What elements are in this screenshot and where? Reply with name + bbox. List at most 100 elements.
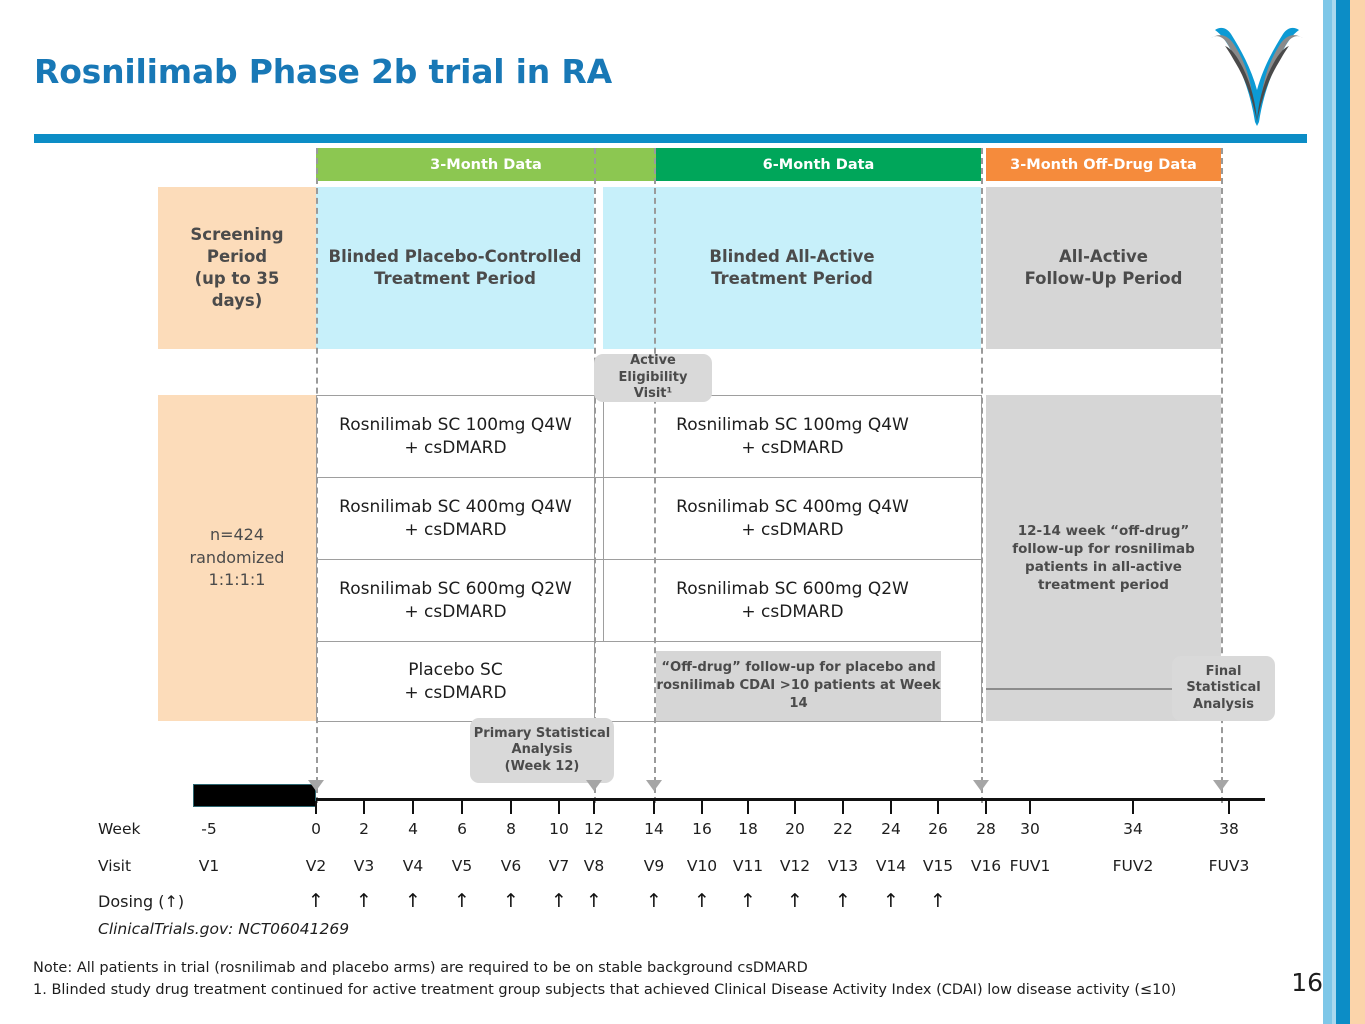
- visit-label: V1: [198, 857, 220, 875]
- dosing-arrow-icon: ↑: [586, 890, 602, 912]
- phase-blinded-placebo-controlled: Blinded Placebo-Controlled Treatment Per…: [316, 187, 594, 349]
- panel-line: 12-14 week “off-drug”: [1017, 522, 1190, 539]
- week-label: 0: [311, 820, 321, 838]
- arrowhead-week14: [646, 780, 662, 791]
- dosing-arrow-icon: ↑: [503, 890, 519, 912]
- callout-primary-statistical-analysis: Primary Statistical Analysis (Week 12): [470, 718, 614, 783]
- week-label: 14: [644, 820, 664, 838]
- randomization-line: randomized: [189, 547, 285, 567]
- timeline-tick: [315, 801, 317, 814]
- timeline-guide-week28: [981, 148, 983, 803]
- visit-label: FUV1: [1009, 857, 1051, 875]
- dosing-arrow-icon: ↑: [835, 890, 851, 912]
- phase-line: Blinded All-Active: [709, 247, 875, 267]
- timeline-tick: [1228, 801, 1230, 814]
- arrowhead-week12: [586, 780, 602, 791]
- week-label: 10: [549, 820, 569, 838]
- arm-line: Rosnilimab SC 100mg Q4W: [339, 415, 572, 436]
- week-label: 8: [506, 820, 516, 838]
- timeline-guide-week0: [316, 148, 318, 803]
- ribbon-3-month-off-drug-data: 3-Month Off-Drug Data: [986, 148, 1221, 181]
- panel-line: rosnilimab CDAI >10 patients at Week 14: [656, 678, 941, 711]
- visit-label: V14: [875, 857, 907, 875]
- callout-final-statistical-analysis: Final Statistical Analysis: [1172, 656, 1275, 721]
- timeline-tick: [937, 801, 939, 814]
- callout-line: Primary Statistical: [473, 725, 611, 741]
- stripe-pale-blue: [1332, 0, 1336, 1024]
- arm-line: Rosnilimab SC 600mg Q2W: [676, 579, 909, 600]
- arrowhead-week0: [308, 780, 324, 791]
- final-analysis-connector: [986, 688, 1176, 690]
- title-underline-rule: [34, 134, 1307, 143]
- panel-line: follow-up for rosnilimab: [1012, 540, 1195, 557]
- timeline-guide-week12: [594, 148, 596, 803]
- stripe-blue: [1336, 0, 1350, 1024]
- footnote-1: 1. Blinded study drug treatment continue…: [33, 982, 1177, 999]
- timeline-tick: [701, 801, 703, 814]
- dosing-arrow-icon: ↑: [356, 890, 372, 912]
- panel-placebo-off-drug-followup: “Off-drug” follow-up for placebo and ros…: [656, 651, 941, 721]
- visit-label: V4: [402, 857, 424, 875]
- arm-active-100mg: Rosnilimab SC 100mg Q4W + csDMARD: [604, 396, 981, 477]
- timeline-tick: [461, 801, 463, 814]
- timeline-guide-week14: [654, 148, 656, 803]
- visit-label: V11: [732, 857, 764, 875]
- visit-label: V16: [970, 857, 1002, 875]
- row-label-week: Week: [98, 820, 141, 838]
- arm-line: Rosnilimab SC 100mg Q4W: [676, 415, 909, 436]
- ribbon-6-month-data: 6-Month Data: [656, 148, 981, 181]
- week-label: 38: [1219, 820, 1239, 838]
- row-label-dosing: Dosing (↑): [98, 892, 185, 911]
- arm-grid-rule: [316, 721, 981, 722]
- arm-blinded-600mg: Rosnilimab SC 600mg Q2W + csDMARD: [317, 560, 594, 641]
- visit-label: FUV2: [1112, 857, 1154, 875]
- phase-line: All-Active: [1059, 247, 1148, 267]
- dosing-arrow-icon: ↑: [646, 890, 662, 912]
- timeline-guide-week38: [1221, 148, 1223, 803]
- arm-grid-rule: [316, 641, 981, 642]
- randomization-line: 1:1:1:1: [208, 570, 266, 590]
- visit-label: V13: [827, 857, 859, 875]
- page-title: Rosnilimab Phase 2b trial in RA: [34, 52, 612, 91]
- visit-label: V2: [305, 857, 327, 875]
- row-label-visit: Visit: [98, 857, 132, 875]
- arm-line: + csDMARD: [404, 601, 507, 622]
- week-label: 2: [359, 820, 369, 838]
- stripe-peach: [1350, 0, 1365, 1024]
- edge-decoration-stripes: [1315, 0, 1365, 1024]
- arrowhead-week28: [973, 780, 989, 791]
- arm-blinded-100mg: Rosnilimab SC 100mg Q4W + csDMARD: [317, 396, 594, 477]
- timeline-tick: [510, 801, 512, 814]
- randomization-line: n=424: [209, 525, 265, 545]
- callout-line: (Week 12): [504, 758, 580, 774]
- timeline-tick: [842, 801, 844, 814]
- screening-line: (up to 35: [194, 269, 280, 288]
- week-label: 12: [584, 820, 604, 838]
- arm-active-400mg: Rosnilimab SC 400mg Q4W + csDMARD: [604, 478, 981, 559]
- arm-active-600mg: Rosnilimab SC 600mg Q2W + csDMARD: [604, 560, 981, 641]
- timeline-tick: [1132, 801, 1134, 814]
- week-label: 28: [976, 820, 996, 838]
- week-label: 18: [738, 820, 758, 838]
- panel-line: “Off-drug” follow-up for placebo and: [661, 660, 936, 676]
- randomization-block: n=424 randomized 1:1:1:1: [158, 395, 316, 721]
- callout-line: Analysis: [511, 742, 573, 758]
- screening-line: Period: [206, 247, 268, 267]
- antibody-y-logo: [1207, 18, 1307, 128]
- callout-line: Active Eligibility: [618, 353, 688, 385]
- callout-line: Statistical: [1186, 680, 1261, 696]
- ribbon-label: 3-Month Off-Drug Data: [1010, 156, 1197, 173]
- timeline-tick: [985, 801, 987, 814]
- visit-label: V5: [451, 857, 473, 875]
- dosing-arrow-icon: ↑: [454, 890, 470, 912]
- timeline-tick: [890, 801, 892, 814]
- clinicaltrials-identifier: ClinicalTrials.gov: NCT06041269: [98, 920, 350, 938]
- callout-active-eligibility-visit: Active Eligibility Visit¹: [594, 353, 712, 402]
- dosing-arrow-icon: ↑: [930, 890, 946, 912]
- phase-line: Treatment Period: [711, 269, 873, 288]
- screening-line: days): [211, 290, 263, 310]
- timeline-tick: [593, 801, 595, 814]
- dosing-arrow-icon: ↑: [787, 890, 803, 912]
- visit-label: V15: [922, 857, 954, 875]
